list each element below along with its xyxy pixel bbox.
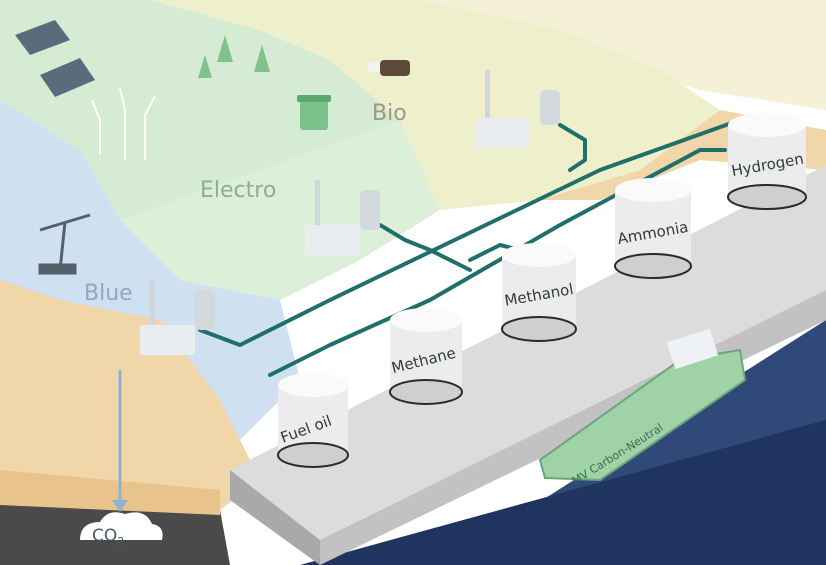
top-hill-region (0, 0, 826, 110)
pipe-bio-branch (558, 123, 587, 172)
bin-lid (297, 95, 331, 102)
trees (198, 35, 270, 78)
solar-panel-2 (40, 58, 95, 97)
bio-plant-chimney (485, 70, 490, 118)
co2-label: CO2 (92, 526, 124, 548)
tree-icon (254, 45, 270, 72)
tank-hydrogen: Hydrogen (727, 113, 807, 210)
region-label-blue: Blue (84, 281, 133, 306)
recycling-bin-icon (297, 95, 331, 130)
electro-plant-chimney (315, 180, 320, 225)
pipe-electro-branch (378, 223, 472, 272)
co2-arrow-icon (112, 500, 128, 512)
bio-plant-tank (540, 90, 560, 125)
tank-ammonia: Ammonia (614, 178, 692, 279)
tree-icon (198, 55, 212, 78)
co2-cloud-icon (80, 512, 163, 540)
cow-head (368, 62, 380, 72)
storage-tanks: Fuel oil Methane Methanol Ammonia Hydrog… (277, 113, 807, 468)
bio-plant-building (475, 118, 530, 148)
plants (140, 70, 560, 355)
pump-base (38, 263, 77, 275)
pipe-main-upper (268, 148, 727, 377)
co2-capture: CO2 (80, 370, 163, 548)
turbine-2-blade (119, 87, 126, 111)
wind-turbines (91, 87, 156, 160)
bio-region (150, 0, 720, 210)
cow-body (380, 60, 410, 76)
electro-plant-building (305, 225, 360, 255)
bin-body (300, 100, 328, 130)
electro-plant (305, 180, 380, 255)
platform-side (230, 470, 320, 565)
blue-plant-building (140, 325, 195, 355)
tank-methanol: Methanol (501, 243, 577, 342)
pipelines (198, 118, 742, 377)
tank-fuel-oil: Fuel oil (277, 373, 349, 468)
electro-plant-tank (360, 190, 380, 230)
cow-icon (368, 60, 410, 76)
oil-pump-icon (38, 213, 91, 275)
blue-plant-tank (195, 290, 215, 330)
region-label-bio: Bio (372, 101, 407, 126)
region-label-electro: Electro (200, 178, 276, 203)
ship-bridge (666, 328, 719, 370)
sea-front (300, 420, 826, 565)
tank-methane: Methane (389, 308, 463, 405)
tree-icon (217, 35, 233, 62)
ground-sand-face (0, 470, 220, 515)
blue-plant-chimney (150, 280, 155, 325)
blue-plant (140, 280, 215, 355)
pump-leg (58, 221, 67, 271)
bio-plant (475, 70, 560, 148)
turbine-3-blade (144, 95, 156, 116)
sand-strip (0, 280, 260, 510)
pipe-main-lower (198, 118, 742, 347)
turbine-1-blade (91, 99, 101, 121)
solar-panels (15, 20, 95, 97)
solar-panel-1 (15, 20, 70, 55)
